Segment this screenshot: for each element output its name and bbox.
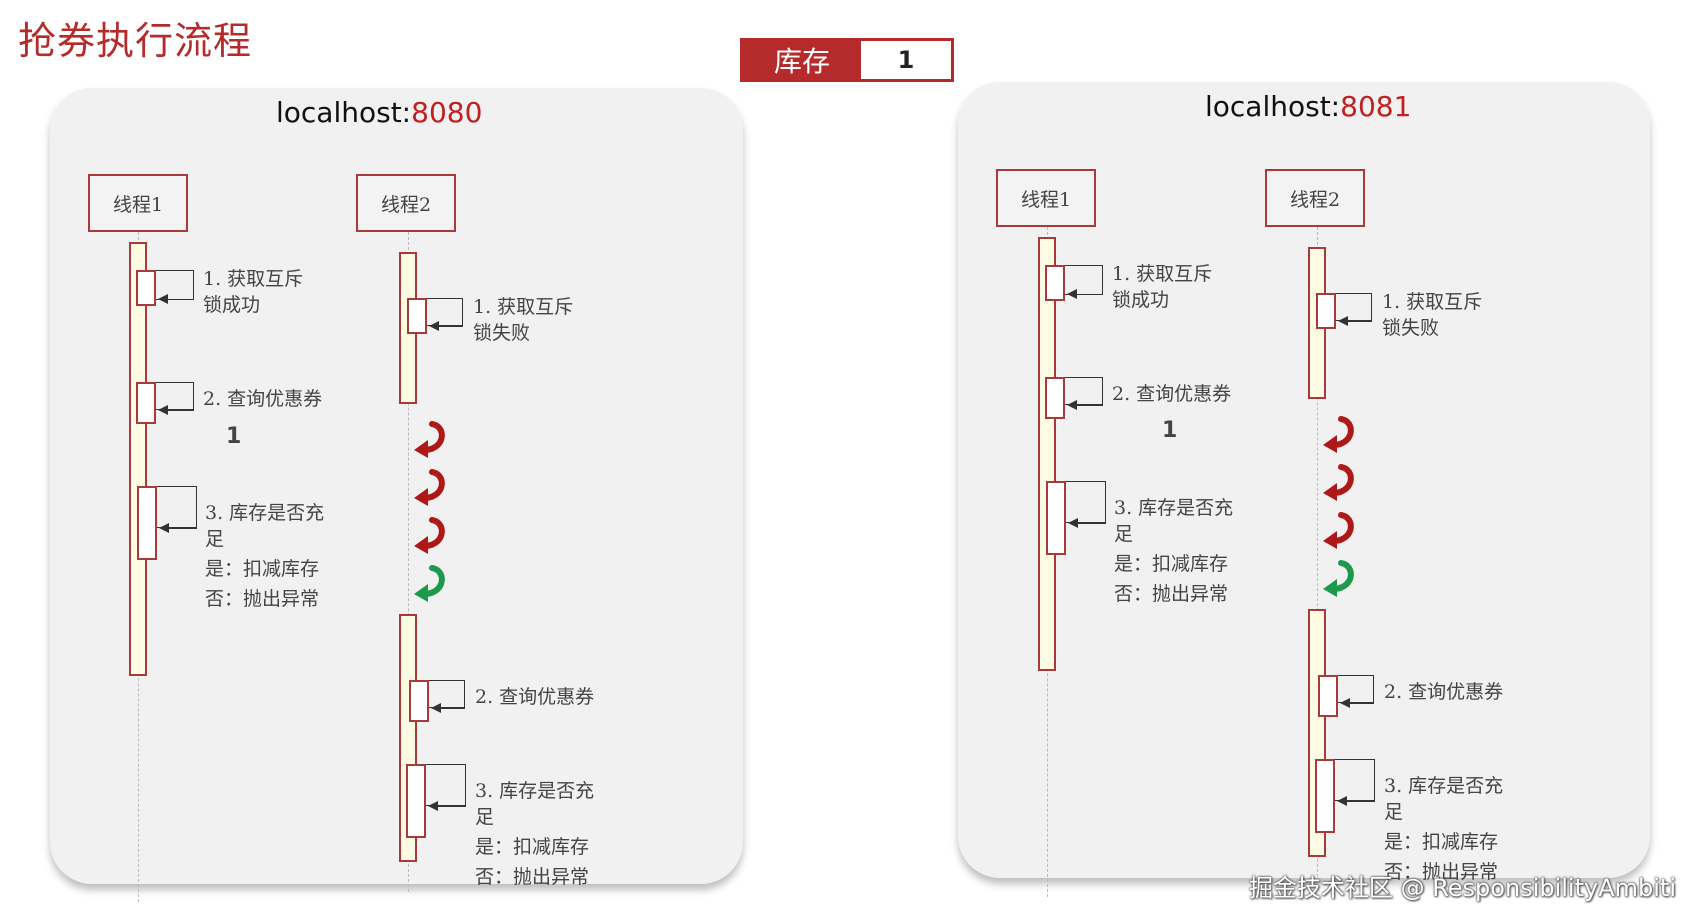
thread1-box: 线程1 [88,174,188,232]
page-title: 抢券执行流程 [18,19,253,63]
retry-icon [410,466,450,506]
thread1-step3-arrow [1068,518,1106,528]
thread1-step3-loop [157,486,197,528]
retry-icon [1319,509,1359,549]
watermark: 掘金技术社区 @ ResponsibilityAmbiti [1248,874,1676,902]
server-host-8080: localhost:8080 [276,96,483,129]
retry-icon [410,418,450,458]
thread2-step1-activation [1316,293,1336,329]
thread2-step1-label: 1. 获取互斥锁失败 [473,296,574,344]
thread2-lifeline [408,232,409,892]
retry-success-icon [1319,557,1359,597]
thread1-step1-activation [1045,265,1065,301]
thread2-step2-activation [409,680,429,722]
thread2-step1-label: 1. 获取互斥锁失败 [1382,291,1483,339]
thread2-step1-activation [407,298,427,334]
thread2-step1-loop [1336,293,1372,321]
thread2-step2-loop [429,680,465,708]
thread2-box: 线程2 [1265,169,1365,227]
thread1-step1-label: 1. 获取互斥锁成功 [1112,263,1213,311]
thread2-step3-activation [1315,759,1335,833]
thread1-step3-loop [1066,481,1106,523]
thread1-step1-activation [136,270,156,306]
thread1-step2-arrow [158,405,194,415]
thread2-step3-label: 3. 库存是否充足 是：扣减库存否：抛出异常 [1384,775,1504,883]
stock-indicator: 库存 1 [740,38,954,82]
server-host-8081: localhost:8081 [1205,90,1412,123]
thread2-step2-activation [1318,675,1338,717]
thread1-step2-label: 2. 查询优惠券 [1112,383,1232,405]
thread1-step3-label: 3. 库存是否充足 是：扣减库存否：抛出异常 [1114,497,1234,605]
thread1-step1-arrow [1067,289,1103,299]
thread2-step2-label: 2. 查询优惠券 [1384,681,1504,703]
thread1-step3-arrow [159,523,197,533]
retry-icon [1319,413,1359,453]
thread1-step2-result: 1 [1162,418,1178,443]
thread1-step2-loop [1065,377,1103,405]
thread2-step3-loop [1335,759,1375,801]
thread1-step1-arrow [158,294,194,304]
thread2-step2-arrow [1340,698,1374,708]
thread1-step2-activation [136,382,156,424]
stock-value: 1 [861,41,951,79]
thread1-step2-arrow [1067,400,1103,410]
thread2-step1-loop [427,298,463,326]
thread2-step2-loop [1338,675,1374,703]
thread1-step3-activation [137,486,157,560]
stock-label: 库存 [743,41,861,79]
thread1-step2-label: 2. 查询优惠券 [203,388,323,410]
thread2-step3-activation [406,764,426,838]
thread1-activation-bar [129,242,147,676]
thread2-box: 线程2 [356,174,456,232]
retry-icon [1319,461,1359,501]
retry-success-icon [410,562,450,602]
thread1-activation-bar [1038,237,1056,671]
thread2-step3-loop [426,764,466,806]
thread1-step2-activation [1045,377,1065,419]
thread2-step2-label: 2. 查询优惠券 [475,686,595,708]
thread1-step2-loop [156,382,194,410]
thread1-step3-activation [1046,481,1066,555]
thread2-step2-arrow [431,703,465,713]
retry-icon [410,514,450,554]
thread2-step1-arrow [1338,316,1372,326]
thread2-step3-label: 3. 库存是否充足 是：扣减库存否：抛出异常 [475,780,595,888]
thread1-step2-result: 1 [226,424,242,449]
thread1-step3-label: 3. 库存是否充足 是：扣减库存否：抛出异常 [205,502,325,610]
thread2-step3-arrow [428,801,466,811]
thread1-step1-label: 1. 获取互斥锁成功 [203,268,304,316]
thread2-step3-arrow [1337,796,1375,806]
thread2-step1-arrow [429,321,463,331]
thread1-box: 线程1 [996,169,1096,227]
thread2-lifeline [1317,227,1318,887]
